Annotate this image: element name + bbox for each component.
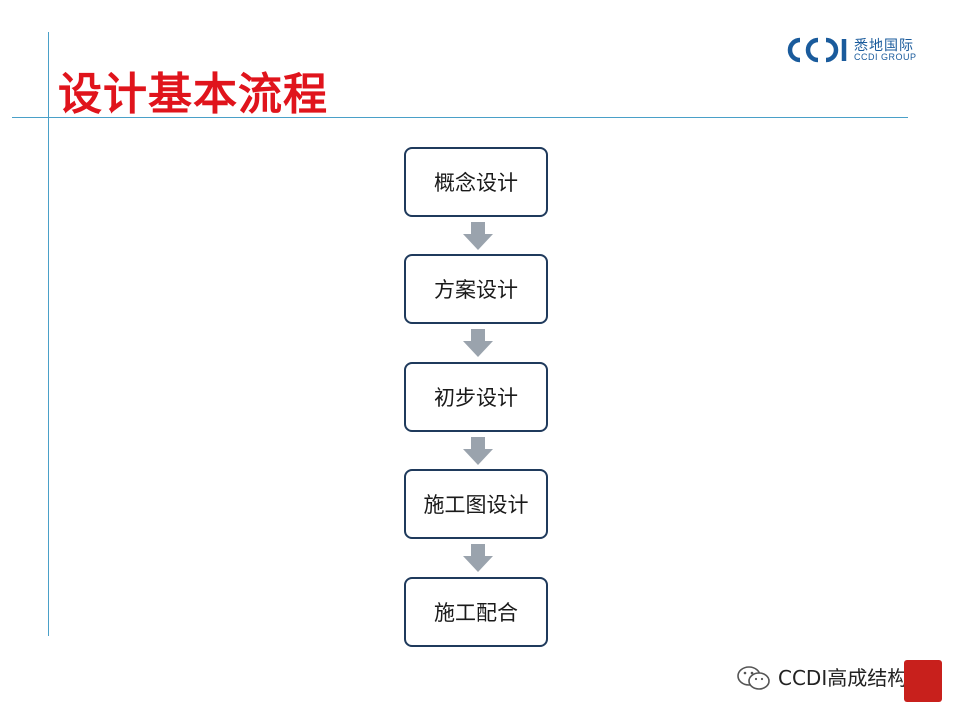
slide-title: 设计基本流程 [58,69,328,120]
flow-step-preliminary: 初步设计 [404,362,548,432]
ccdi-logo-icon [787,37,847,63]
flow-step-scheme: 方案设计 [404,254,548,324]
logo-name-cn: 悉地国际 [854,38,914,54]
seal-stamp-icon [904,660,942,702]
logo-name-en: CCDI GROUP [854,52,917,62]
flow-step-construction-drawings: 施工图设计 [404,469,548,539]
down-arrow-icon [463,222,493,250]
wechat-icon [737,666,770,690]
down-arrow-icon [463,329,493,357]
vertical-rule [48,32,49,636]
horizontal-rule [12,117,908,118]
down-arrow-icon [463,544,493,572]
flow-step-concept: 概念设计 [404,147,548,217]
down-arrow-icon [463,437,493,465]
flow-step-construction-support: 施工配合 [404,577,548,647]
watermark-text: CCDI高成结构 [778,666,908,690]
